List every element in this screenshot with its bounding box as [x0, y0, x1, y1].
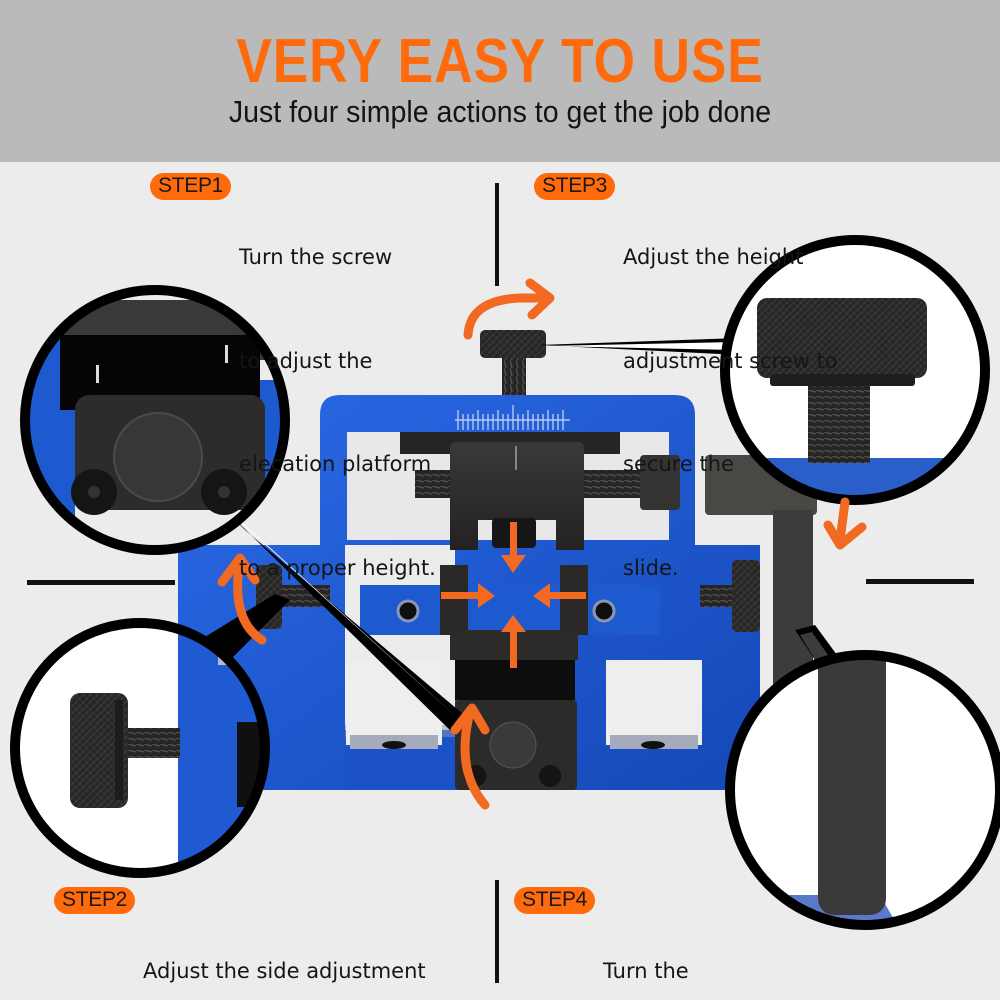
- step-line: to a proper height.: [239, 555, 436, 580]
- step-line: slide.: [623, 555, 679, 580]
- step-1: STEP1 Turn the screw to adjust the eleca…: [150, 171, 436, 654]
- divider-lines: [27, 183, 974, 983]
- step-line: adjustment screw to: [623, 348, 838, 373]
- step-description: Adjust the height adjustment screw to se…: [623, 171, 838, 654]
- handle-down-arrowhead: [823, 520, 867, 550]
- page-title: VERY EASY TO USE: [236, 27, 764, 96]
- rotate-platform-arrowhead: [450, 703, 490, 735]
- orange-arrows: [217, 278, 867, 810]
- rotate-top-screw-arrow: [463, 293, 550, 340]
- step-line: to adjust the: [239, 348, 373, 373]
- step-description: Turn the handle to adjust the rare sight…: [603, 885, 823, 1000]
- step-badge: STEP4: [514, 887, 596, 914]
- top-height-screw: [480, 330, 546, 395]
- callout-handle: [725, 625, 1000, 930]
- rotate-side-screw-arrow: [233, 555, 267, 645]
- header-banner: VERY EASY TO USE Just four simple action…: [0, 0, 1000, 162]
- step-2: STEP2 Adjust the side adjustment screw o…: [54, 885, 426, 1000]
- callout-platform: [20, 285, 470, 735]
- step-description: Adjust the side adjustment screw on the …: [143, 885, 426, 1000]
- step-badge: STEP2: [54, 887, 136, 914]
- page-subtitle: Just four simple actions to get the job …: [228, 94, 772, 129]
- handle-down-arrow: [835, 497, 850, 545]
- step-badge: STEP3: [534, 173, 616, 200]
- step-line: Turn the: [603, 959, 689, 983]
- sight-holder: [440, 565, 588, 790]
- rotate-platform-arrow: [460, 707, 490, 810]
- step-4: STEP4 Turn the handle to adjust the rare…: [514, 885, 823, 1000]
- step-line: secure the: [623, 452, 734, 476]
- step-line: elecation platform: [239, 452, 432, 476]
- step-line: Turn the screw: [239, 245, 393, 269]
- step-description: Turn the screw to adjust the elecation p…: [239, 171, 436, 654]
- step-line: Adjust the side adjustment: [143, 959, 426, 983]
- step-badge: STEP1: [150, 173, 232, 200]
- step-line: Adjust the height: [623, 245, 804, 269]
- rotate-side-screw-arrowhead: [217, 553, 260, 587]
- rotate-top-screw-arrowhead: [525, 278, 555, 320]
- pressure-arrows: [441, 522, 586, 668]
- step-3: STEP3 Adjust the height adjustment screw…: [534, 171, 838, 654]
